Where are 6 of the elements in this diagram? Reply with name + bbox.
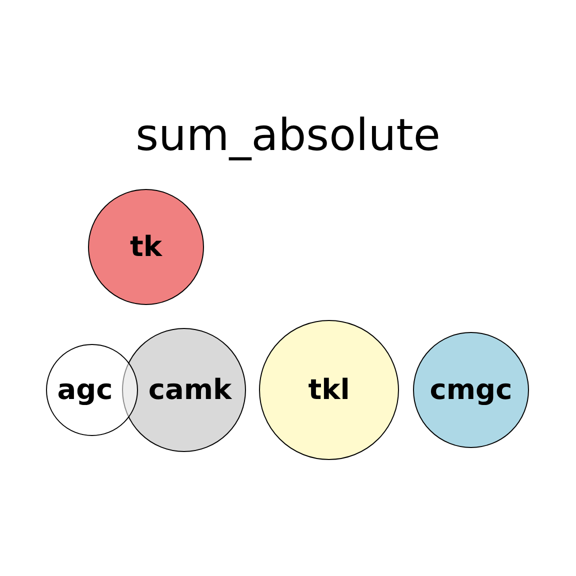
node-label: tkl	[308, 372, 350, 408]
node-label: camk	[148, 372, 232, 408]
diagram-title: sum_absolute	[134, 110, 442, 162]
node-label: tk	[130, 229, 162, 265]
node-label: cmgc	[430, 372, 512, 408]
node-label: agc	[57, 372, 113, 408]
